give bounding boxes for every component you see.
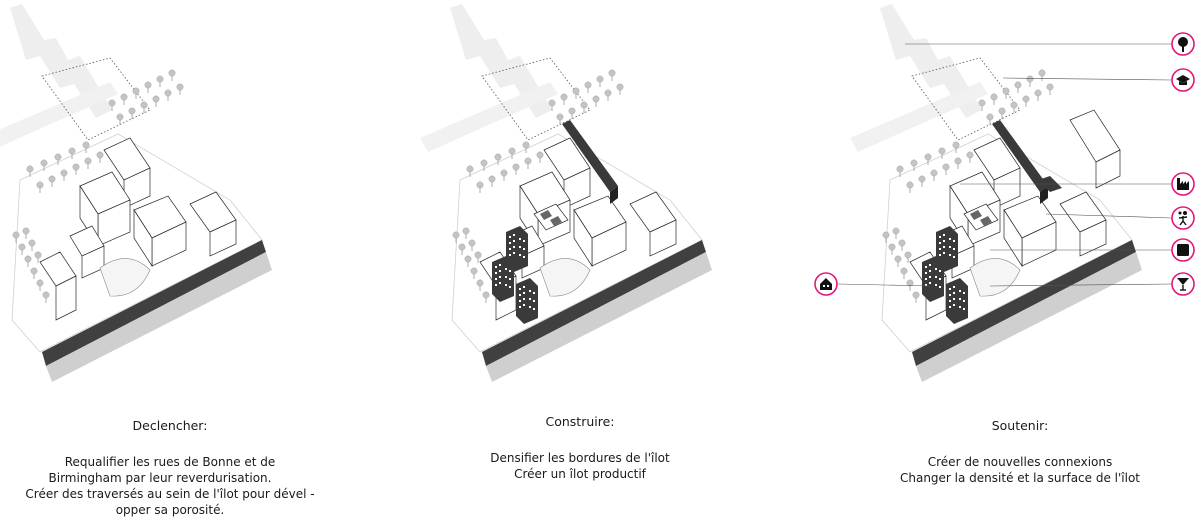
leader-lines — [837, 43, 1173, 287]
caption-title: Construire: — [545, 414, 615, 429]
panel-soutenir-drawing — [849, 3, 1143, 383]
caption-line: Changer la densité et la surface de l'îl… — [899, 471, 1141, 485]
caption-line: Créer des traversés au sein de l'îlot po… — [25, 487, 315, 501]
tree-icon — [1171, 32, 1195, 56]
house-icon — [814, 272, 838, 296]
panel-construire-drawing — [419, 3, 713, 383]
factory-icon — [1171, 172, 1195, 196]
person-activity-icon — [1171, 206, 1195, 230]
caption-construire: Construire: Densifier les bordures de l'… — [420, 414, 740, 482]
square-block-icon — [1171, 238, 1195, 262]
caption-line: Birmingham par leur reverdurisation. — [48, 471, 272, 485]
caption-line: Créer un îlot productif — [514, 467, 646, 481]
caption-line: Requalifier les rues de Bonne et de — [64, 455, 276, 469]
panel-declencher-drawing — [0, 3, 273, 383]
graduation-cap-icon — [1171, 68, 1195, 92]
caption-declencher: Declencher: Requalifier les rues de Bonn… — [10, 418, 330, 518]
caption-line: Créer de nouvelles connexions — [927, 455, 1113, 469]
caption-line: opper sa porosité. — [115, 503, 225, 517]
caption-soutenir: Soutenir: Créer de nouvelles connexions … — [870, 418, 1170, 486]
cocktail-glass-icon — [1171, 272, 1195, 296]
caption-title: Soutenir: — [991, 418, 1049, 433]
caption-line: Densifier les bordures de l'îlot — [490, 451, 670, 465]
caption-title: Declencher: — [132, 418, 208, 433]
